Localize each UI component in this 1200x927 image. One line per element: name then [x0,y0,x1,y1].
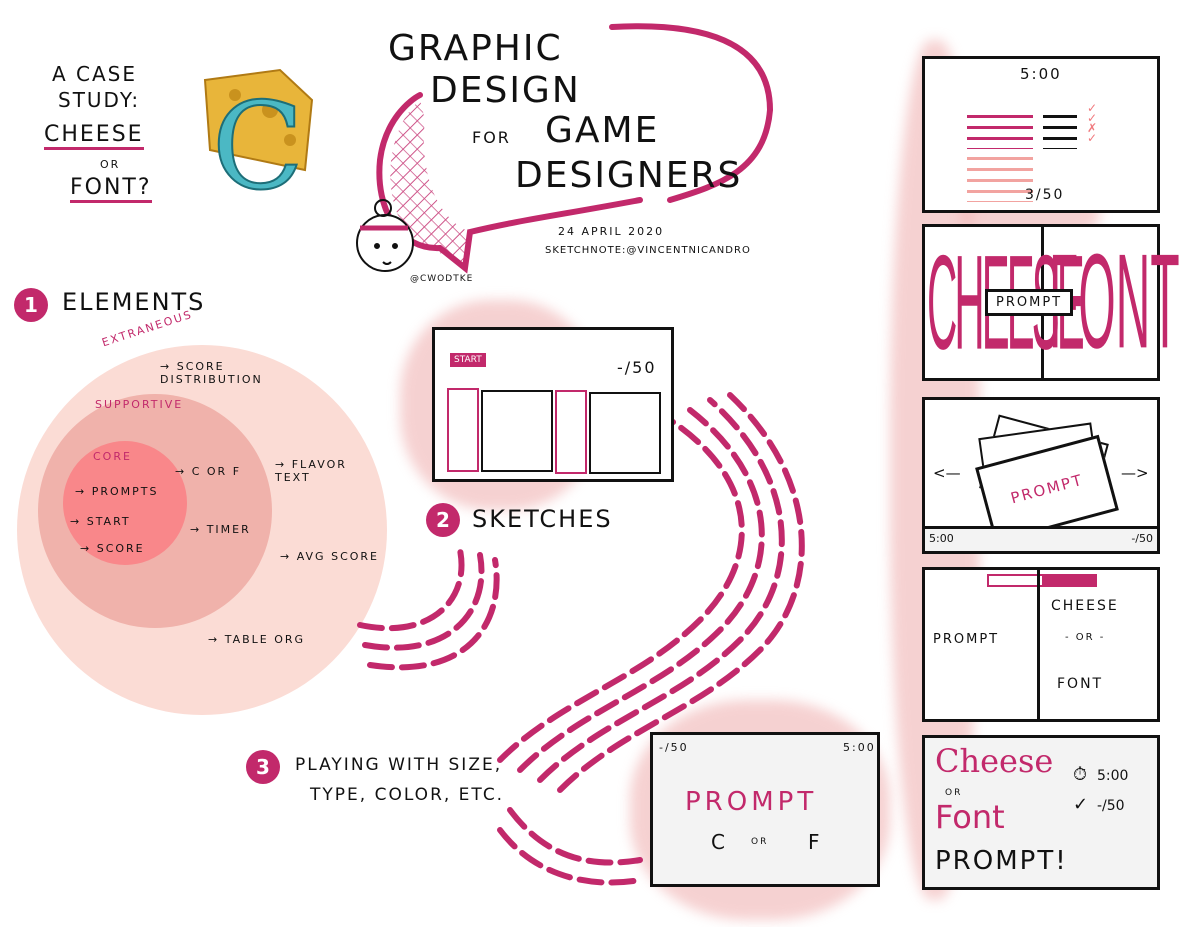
check-icon: ✓ [1073,794,1089,815]
or-text: OR [751,837,769,847]
or-text: - OR - [1065,632,1106,643]
timer-readout: 5:00 [843,741,876,754]
font-option[interactable]: FONT [1057,676,1104,692]
credit-sketchnote: SKETCHNOTE:@VINCENTNICANDRO [545,245,751,256]
progress-fill [1042,576,1095,585]
bubble-hatch [390,100,470,268]
score-readout: -/50 [1097,798,1125,814]
section-number-1: 1 [14,288,48,322]
prompt-box: PROMPT [985,289,1074,316]
choice-f[interactable]: F [808,830,822,854]
stopwatch-icon: ⏱ [1073,764,1088,785]
font-option[interactable]: Font [935,798,1005,836]
panel-typography: Cheese OR Font ⏱ 5:00 ✓ -/50 PROMPT! [922,735,1160,890]
extraneous-item: → AVG SCORE [280,550,379,563]
score-readout: 3/50 [1025,187,1065,203]
title-line3: GAME [545,110,660,151]
case-study-font: FONT? [70,175,152,203]
supportive-item: → TIMER [190,523,251,536]
c-letter-icon: C [212,78,304,217]
panel-two-column: PROMPT CHEESE - OR - FONT [922,567,1160,722]
answer-lines [967,107,1033,202]
credit-speaker: @CWODTKE [410,274,474,284]
prompt-text: PROMPT [685,787,818,817]
sketch-card [481,390,553,472]
core-item: → START [70,515,131,528]
or-text: OR [945,788,963,798]
case-study-or: OR [100,158,121,171]
core-label: CORE [93,450,132,463]
case-study-line2: STUDY: [58,88,141,112]
cheese-option[interactable]: Cheese [935,742,1054,780]
sketch-column [555,390,587,474]
check-icon: ✓✓✗✓ [1087,101,1098,145]
supportive-item: → C OR F [175,465,242,478]
cheese-option[interactable]: CHEESE [1051,598,1119,614]
title-line2: DESIGN [430,70,581,111]
score-readout: -/50 [659,741,689,754]
timer-readout: 5:00 [1097,768,1129,784]
status-bar: 5:00 -/50 [925,526,1157,551]
sketch-final: -/50 5:00 PROMPT C OR F [650,732,880,887]
section1-title: ELEMENTS [62,288,206,316]
avatar [356,199,414,272]
sketch-column [447,388,479,472]
extraneous-item: → FLAVOR TEXT [275,458,347,484]
cheese-icon [203,68,314,172]
title-line4: DESIGNERS [515,155,743,196]
title-for: FOR [472,128,511,147]
timer-readout: 5:00 [1020,65,1062,83]
extraneous-item: → SCORE DISTRIBUTION [160,360,263,386]
section-number-3: 3 [246,750,280,784]
section2-title: SKETCHES [472,505,613,533]
panel-list: 5:00 ✓✓✗✓ 3/50 [922,56,1160,213]
sketch-wireframe: START -/50 [432,327,674,482]
case-study-cheese: CHEESE [44,122,144,150]
core-item: → PROMPTS [75,485,159,498]
next-arrow[interactable]: —> [1121,464,1149,482]
circle-core [63,441,187,565]
section3-title-line1: PLAYING WITH SIZE, [295,755,503,775]
core-item: → SCORE [80,542,145,555]
divider [1037,570,1040,719]
panel-cards: <— —> PROMPT 5:00 -/50 [922,397,1160,554]
title-line1: GRAPHIC [388,28,563,69]
credit-date: 24 APRIL 2020 [558,225,665,238]
prompt-text: PROMPT [933,632,1000,647]
dashed-trail [357,392,805,886]
supportive-label: SUPPORTIVE [95,398,184,411]
timer-readout: 5:00 [929,532,954,545]
case-study-line1: A CASE [52,62,138,86]
score-readout: -/50 [1131,532,1153,545]
extraneous-item: → TABLE ORG [208,633,306,646]
panel-split: CHEESE FONT PROMPT [922,224,1180,381]
choice-c[interactable]: C [711,830,727,854]
score-readout: -/50 [617,358,657,377]
result-lines [1043,107,1077,149]
prompt-text: PROMPT! [935,846,1068,876]
prev-arrow[interactable]: <— [933,464,961,482]
section-number-2: 2 [426,503,460,537]
start-button[interactable]: START [450,353,486,367]
section3-title-line2: TYPE, COLOR, ETC. [310,785,505,805]
progress-bar [987,574,1097,587]
sketch-card [589,392,661,474]
